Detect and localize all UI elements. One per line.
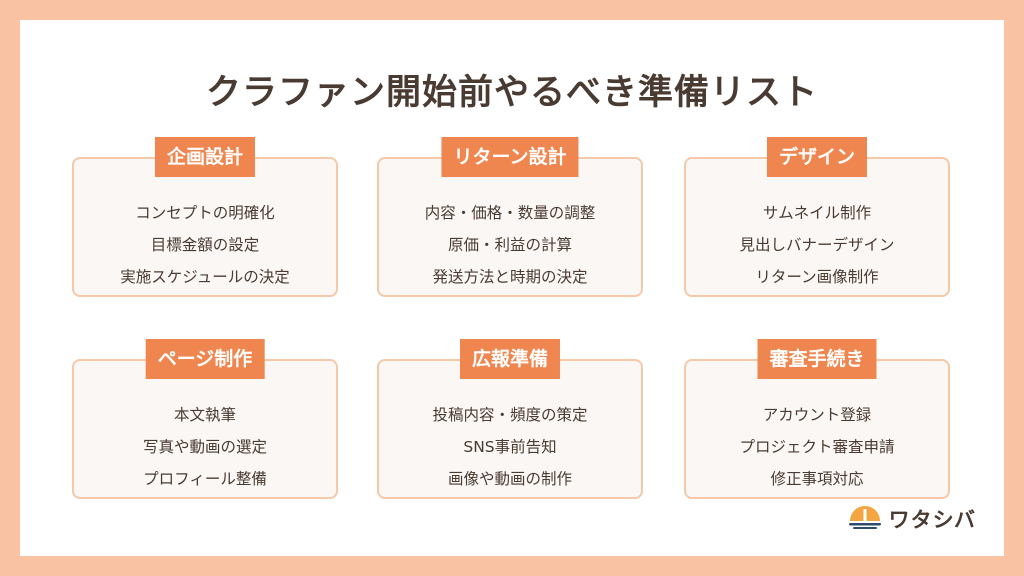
card-review-procedures: 審査手続き アカウント登録 プロジェクト審査申請 修正事項対応 [684,339,950,499]
card-label: ページ制作 [145,339,265,379]
list-item: 目標金額の設定 [150,236,260,254]
content-panel: クラファン開始前やるべき準備リスト 企画設計 コンセプトの明確化 目標金額の設定… [20,20,1004,556]
list-item: 本文執筆 [173,406,236,424]
list-item: プロフィール整備 [143,470,267,488]
list-item: リターン画像制作 [755,268,879,286]
list-item: アカウント登録 [762,406,872,424]
list-item: 見出しバナーデザイン [739,236,895,254]
list-item: 画像や動画の制作 [447,470,572,488]
item-list: 投稿内容・頻度の策定 SNS事前告知 画像や動画の制作 [379,399,641,495]
card-label: リターン設計 [441,137,579,177]
card-planning: 企画設計 コンセプトの明確化 目標金額の設定 実施スケジュールの決定 [72,137,338,297]
list-item: コンセプトの明確化 [135,204,275,222]
list-item: 原価・利益の計算 [447,236,572,254]
list-item: SNS事前告知 [463,438,557,456]
card-label: 審査手続き [757,339,877,379]
item-list: コンセプトの明確化 目標金額の設定 実施スケジュールの決定 [74,197,336,293]
list-item: 実施スケジュールの決定 [120,268,290,286]
card-label: デザイン [766,137,868,177]
card-return-design: リターン設計 内容・価格・数量の調整 原価・利益の計算 発送方法と時期の決定 [377,137,643,297]
list-item: サムネイル制作 [762,204,872,222]
list-item: プロジェクト審査申請 [739,438,895,456]
item-list: アカウント登録 プロジェクト審査申請 修正事項対応 [686,399,948,495]
card-page-creation: ページ制作 本文執筆 写真や動画の選定 プロフィール整備 [72,339,338,499]
item-list: 内容・価格・数量の調整 原価・利益の計算 発送方法と時期の決定 [379,197,641,293]
list-item: 投稿内容・頻度の策定 [432,406,588,424]
page-title: クラファン開始前やるべき準備リスト [205,73,818,113]
list-item: 修正事項対応 [770,470,864,488]
card-label: 広報準備 [459,339,561,379]
logo-text: ワタシバ [888,508,976,532]
sun-over-water-logo-icon [847,504,883,534]
card-pr-preparation: 広報準備 投稿内容・頻度の策定 SNS事前告知 画像や動画の制作 [377,339,643,499]
list-item: 写真や動画の選定 [142,438,267,456]
list-item: 発送方法と時期の決定 [432,268,588,286]
list-item: 内容・価格・数量の調整 [424,204,596,222]
item-list: サムネイル制作 見出しバナーデザイン リターン画像制作 [686,197,948,293]
item-list: 本文執筆 写真や動画の選定 プロフィール整備 [74,399,336,495]
brand-logo: ワタシバ [847,504,976,534]
card-label: 企画設計 [154,137,256,177]
card-design: デザイン サムネイル制作 見出しバナーデザイン リターン画像制作 [684,137,950,297]
